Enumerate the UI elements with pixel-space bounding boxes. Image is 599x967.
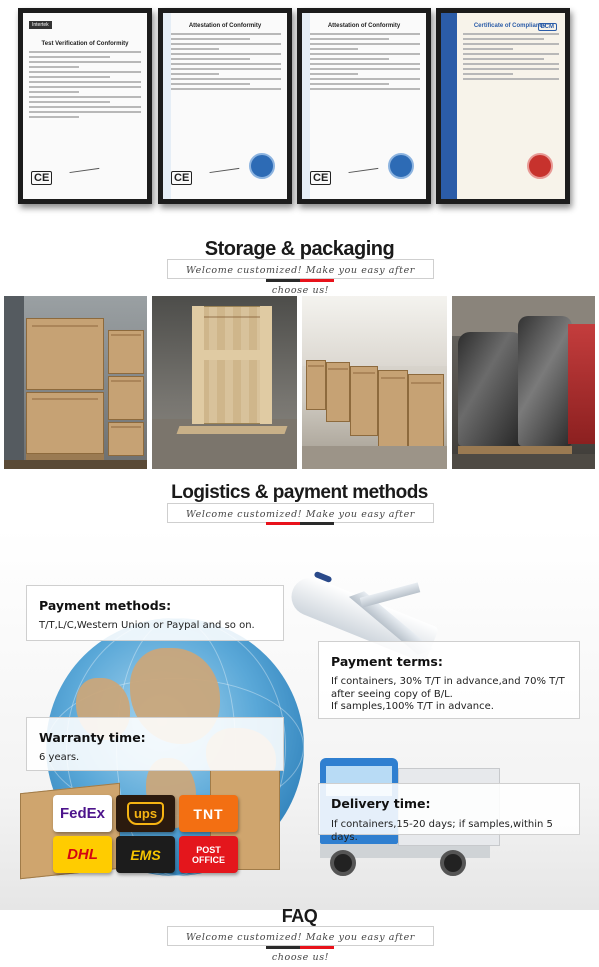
delivery-title: Delivery time: <box>331 796 431 811</box>
divider-red <box>300 279 334 282</box>
payment-terms-line: If containers, 30% T/T in advance,and 70… <box>331 676 565 687</box>
ups-logo: ups <box>116 795 175 832</box>
certificate-title: Test Verification of Conformity <box>41 41 129 47</box>
fedex-logo-text: FedEx <box>59 805 105 822</box>
post-office-logo-text: POST OFFICE <box>192 844 225 865</box>
ecm-mark-icon: ECM <box>537 23 557 31</box>
warehouse-photo <box>4 296 147 469</box>
dhl-logo-text: DHL <box>67 846 98 863</box>
signature <box>208 161 240 174</box>
payment-terms-box: Payment terms: If containers, 30% T/T in… <box>318 641 580 719</box>
signature <box>347 161 379 174</box>
seal-icon <box>527 153 553 179</box>
certificate-paper: Attestation of Conformity CE <box>302 13 426 199</box>
faq-tagline-box: Welcome customized! Make you easy after … <box>167 926 434 963</box>
storage-tagline: Welcome customized! Make you easy after … <box>186 265 415 296</box>
storage-tagline-box: Welcome customized! Make you easy after … <box>167 259 434 296</box>
certificate-frame: Attestation of Conformity CE <box>297 8 431 204</box>
ems-logo-text: EMS <box>130 846 161 863</box>
logistics-tagline-box: Welcome customized! Make you easy after … <box>167 503 434 540</box>
payment-terms-title: Payment terms: <box>331 654 443 669</box>
ce-mark-icon: CE <box>31 171 53 185</box>
warranty-box: Warranty time: 6 years. <box>26 717 284 771</box>
crates-row-photo <box>302 296 447 469</box>
payment-methods-box: Payment methods: T/T,L/C,Western Union o… <box>26 585 284 641</box>
certificate-frame: Attestation of Conformity CE <box>158 8 292 204</box>
ups-logo-text: ups <box>126 802 165 825</box>
ems-logo: EMS <box>116 836 175 873</box>
ce-mark-icon: CE <box>171 171 193 185</box>
storage-title: Storage & packaging <box>204 238 395 260</box>
divider-dark <box>266 279 300 282</box>
airplane-icon <box>285 560 500 664</box>
certificate-title: Attestation of Conformity <box>188 23 262 29</box>
certificate-paper: Attestation of Conformity CE <box>163 13 287 199</box>
tnt-logo: TNT <box>179 795 238 832</box>
wrapped-pallets-photo <box>452 296 595 469</box>
faq-title: FAQ <box>281 906 318 926</box>
ce-mark-icon: CE <box>310 171 332 185</box>
faq-tagline: Welcome customized! Make you easy after … <box>186 932 415 963</box>
certificate-frame: Intertek Test Verification of Conformity… <box>18 8 152 204</box>
wooden-crate-photo <box>152 296 297 469</box>
payment-terms-line: after seeing copy of B/L. <box>331 688 453 700</box>
divider-red <box>300 946 334 949</box>
divider-dark <box>300 522 334 525</box>
certificate-frame: Certificate of Compliance ECM <box>436 8 570 204</box>
certificate-paper: Certificate of Compliance ECM <box>441 13 565 199</box>
certificate-title: Certificate of Compliance <box>473 23 547 29</box>
certificates-section: Intertek Test Verification of Conformity… <box>0 0 599 232</box>
tuv-stamp-icon <box>388 153 414 179</box>
certificate-logo: Intertek <box>29 21 52 29</box>
delivery-text: If containers,15-20 days; if samples,wit… <box>331 819 553 843</box>
divider-red <box>266 522 300 525</box>
divider-dark <box>266 946 300 949</box>
post-office-logo: POST OFFICE <box>179 836 238 873</box>
payment-methods-title: Payment methods: <box>39 598 172 613</box>
certificate-paper: Intertek Test Verification of Conformity… <box>23 13 147 199</box>
certificate-title: Attestation of Conformity <box>327 23 401 29</box>
signature <box>68 161 100 174</box>
tnt-logo-text: TNT <box>193 805 224 822</box>
warranty-title: Warranty time: <box>39 730 146 745</box>
warranty-text: 6 years. <box>39 752 80 763</box>
logistics-title: Logistics & payment methods <box>171 482 428 503</box>
payment-methods-text: T/T,L/C,Western Union or Paypal and so o… <box>39 620 255 631</box>
fedex-logo: FedEx <box>53 795 112 832</box>
payment-terms-line: If samples,100% T/T in advance. <box>331 701 494 712</box>
delivery-box: Delivery time: If containers,15-20 days;… <box>318 783 580 843</box>
tuv-stamp-icon <box>249 153 275 179</box>
dhl-logo: DHL <box>53 836 112 873</box>
